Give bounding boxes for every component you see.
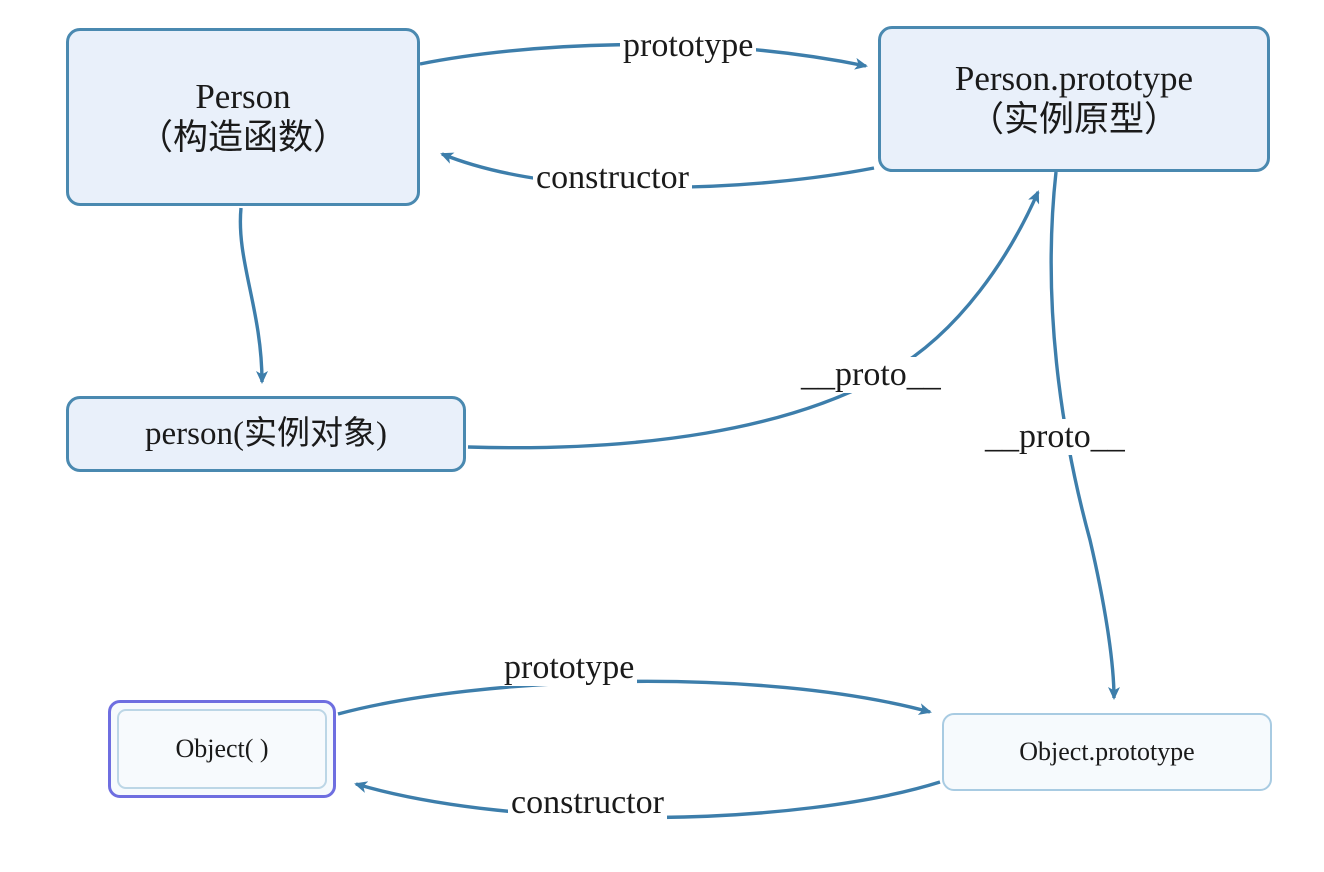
- node-object-prototype[interactable]: Object.prototype: [942, 713, 1272, 791]
- edge-person-to-person-instance: [238, 207, 268, 384]
- edge-person-to-person-prototype: [419, 42, 868, 70]
- edge-label-constructor-bottom: constructor: [508, 785, 667, 821]
- node-person-instance[interactable]: person(实例对象): [66, 396, 466, 472]
- edge-label-prototype-bottom: prototype: [501, 650, 638, 686]
- node-person[interactable]: Person （构造函数）: [66, 28, 420, 206]
- edge-label-proto-instance: __proto__: [798, 357, 944, 393]
- node-object[interactable]: Object( ): [117, 709, 327, 789]
- node-person-prototype[interactable]: Person.prototype （实例原型）: [878, 26, 1270, 172]
- edge-label-constructor-top: constructor: [533, 160, 692, 196]
- edge-person-instance-to-person-prototype: [467, 190, 1040, 450]
- edge-object-to-object-prototype: [337, 679, 932, 716]
- edge-label-prototype-top: prototype: [620, 28, 757, 64]
- edge-person-prototype-to-object-prototype: [1049, 171, 1120, 700]
- edge-label-proto-prototype: __proto__: [982, 419, 1128, 455]
